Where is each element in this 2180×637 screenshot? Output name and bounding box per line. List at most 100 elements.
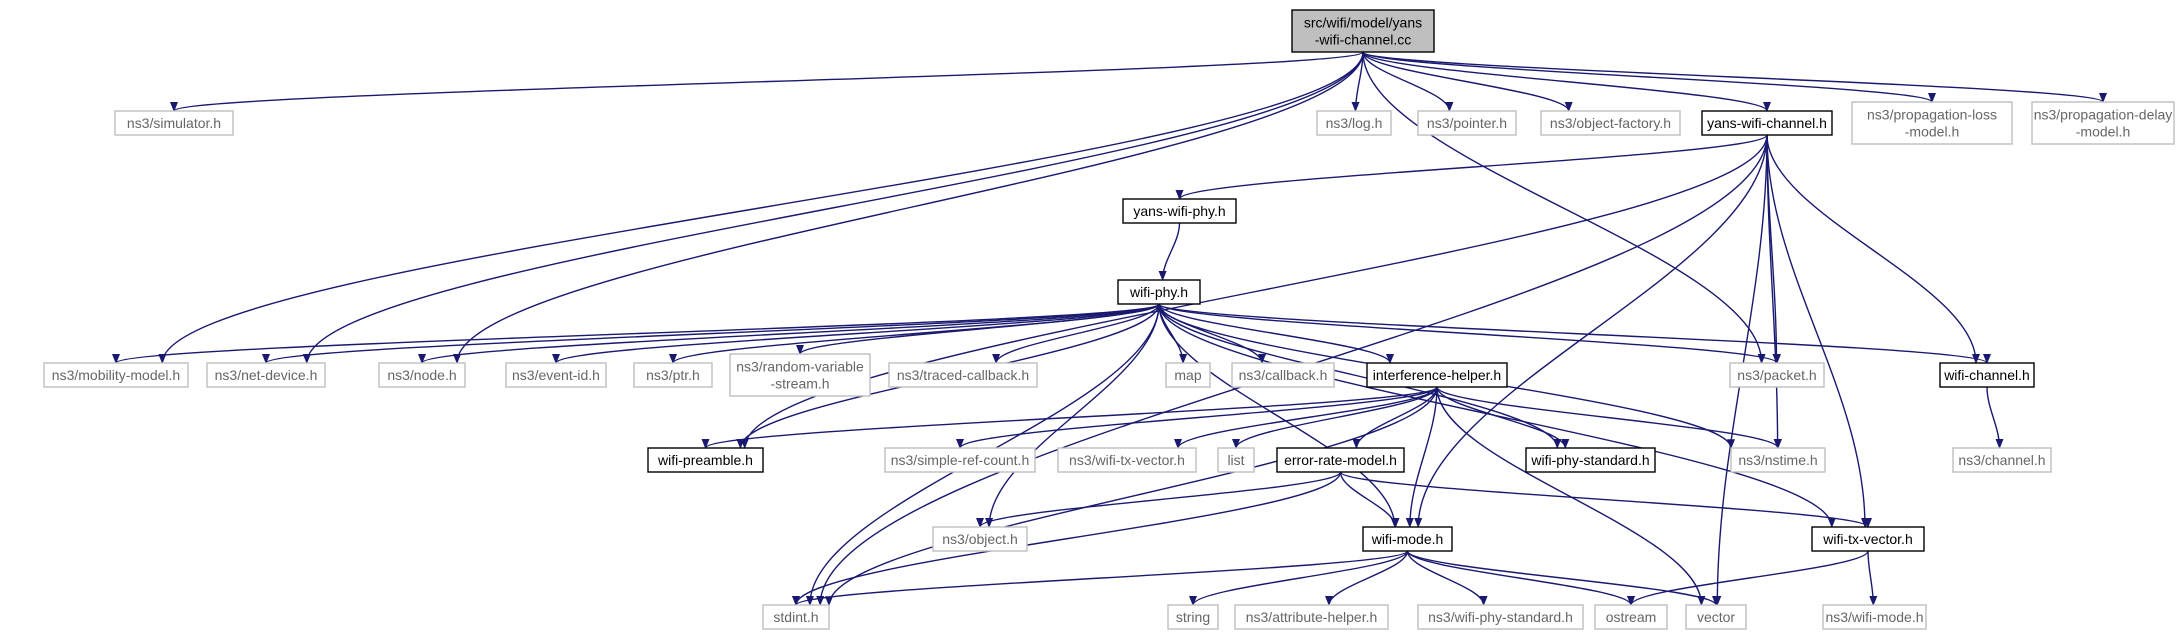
node-errmodel[interactable]: error-rate-model.h <box>1276 447 1405 473</box>
edge-yansphy-to-wifiphy <box>1158 222 1181 281</box>
edge-wifiphy-to-mobility <box>112 303 1160 364</box>
node-interf[interactable]: interference-helper.h <box>1366 362 1508 388</box>
edge-wifiphy-to-eventid <box>552 303 1160 364</box>
node-ns3phystd-box <box>1417 604 1584 630</box>
edge-root-to-packet <box>1362 51 1766 364</box>
node-ns3txvec-label-0: ns3/wifi-tx-vector.h <box>1069 452 1185 468</box>
edge-interf-to-vector <box>1436 386 1706 606</box>
edge-wifiphy-to-object <box>985 303 1160 528</box>
node-pointer-box <box>1417 110 1517 136</box>
node-wifiphy-box <box>1117 279 1201 305</box>
edge-yanschan-to-nstime <box>1766 134 1782 449</box>
node-ns3txvec-box <box>1057 447 1197 473</box>
node-pointer: ns3/pointer.h <box>1417 110 1517 136</box>
node-channel-box <box>1952 447 2052 473</box>
edge-interf-to-nstime <box>1436 386 1782 449</box>
node-list: list <box>1217 447 1255 473</box>
node-yanschan-box <box>1701 110 1833 136</box>
node-objfactory-label-0: ns3/object-factory.h <box>1550 115 1671 131</box>
edge-interf-to-stdint <box>825 386 1438 607</box>
edge-wifiphy-to-phystd <box>1158 303 1562 449</box>
node-channel-label-0: ns3/channel.h <box>1958 452 2045 468</box>
node-traced-box <box>888 362 1038 388</box>
edge-wifimode-to-string <box>1189 550 1409 606</box>
node-yanschan[interactable]: yans-wifi-channel.h <box>1701 110 1833 136</box>
node-randvar-label-0: ns3/random-variable <box>736 359 864 375</box>
edge-wifimode-to-ns3phystd <box>1406 550 1488 606</box>
node-nstime-box <box>1730 447 1826 473</box>
node-phystd[interactable]: wifi-phy-standard.h <box>1525 447 1656 473</box>
edge-wifimode-to-ostream <box>1406 550 1635 606</box>
node-txvec[interactable]: wifi-tx-vector.h <box>1811 526 1925 552</box>
node-map-label-0: map <box>1174 367 1201 383</box>
node-errmodel-box <box>1276 447 1405 473</box>
edge-root-to-proploss <box>1362 51 1936 103</box>
edge-wifimode-to-vector <box>1406 550 1720 606</box>
edge-yanschan-to-wifichan <box>1766 134 1980 364</box>
node-object-label-0: ns3/object.h <box>942 531 1018 547</box>
node-propdelay-label-0: ns3/propagation-delay <box>2034 107 2173 123</box>
edge-wifimode-to-attrhelper <box>1325 550 1409 606</box>
file-nodes: src/wifi/model/yans-wifi-channel.cc ns3/s… <box>43 9 2175 630</box>
node-list-box <box>1217 447 1255 473</box>
edge-wifiphy-to-netdev <box>262 303 1160 364</box>
node-yansphy[interactable]: yans-wifi-phy.h <box>1122 198 1237 224</box>
node-simulator: ns3/simulator.h <box>114 110 234 136</box>
node-proploss-label-0: ns3/propagation-loss <box>1867 107 1997 123</box>
node-ptr-box <box>633 362 713 388</box>
node-ostream-label-0: ostream <box>1606 609 1657 625</box>
node-node-label-0: ns3/node.h <box>387 367 456 383</box>
node-map-box <box>1165 362 1211 388</box>
edge-errmodel-to-wifimode <box>1339 471 1400 528</box>
node-callback-label-0: ns3/callback.h <box>1239 367 1328 383</box>
node-log-box <box>1316 110 1392 136</box>
edge-root-to-simulator <box>170 51 1364 112</box>
node-root-label-0: src/wifi/model/yans <box>1304 15 1422 31</box>
node-callback: ns3/callback.h <box>1231 362 1335 388</box>
edge-errmodel-to-txvec <box>1339 471 1872 528</box>
node-ostream: ostream <box>1594 604 1668 630</box>
node-wifimode[interactable]: wifi-mode.h <box>1362 526 1453 552</box>
node-wifichan-label-0: wifi-channel.h <box>1943 367 2030 383</box>
node-stdint: stdint.h <box>762 604 830 630</box>
node-proploss-box <box>1851 101 2013 145</box>
node-eventid-label-0: ns3/event-id.h <box>512 367 600 383</box>
edge-yanschan-to-wifimode <box>1414 134 1768 528</box>
node-node: ns3/node.h <box>378 362 466 388</box>
node-eventid-box <box>505 362 607 388</box>
node-root-label-1: -wifi-channel.cc <box>1315 32 1411 48</box>
node-wifichan[interactable]: wifi-channel.h <box>1939 362 2035 388</box>
node-packet: ns3/packet.h <box>1729 362 1825 388</box>
node-node-box <box>378 362 466 388</box>
node-stdint-box <box>762 604 830 630</box>
node-preamble[interactable]: wifi-preamble.h <box>647 447 764 473</box>
node-randvar-label-1: -stream.h <box>770 376 829 392</box>
edge-wifiphy-to-randvar <box>796 303 1160 355</box>
node-callback-box <box>1231 362 1335 388</box>
edge-interf-to-preamble <box>701 386 1438 449</box>
edge-wifiphy-to-traced <box>992 303 1160 364</box>
edge-errmodel-to-object <box>976 471 1342 528</box>
node-preamble-label-0: wifi-preamble.h <box>657 452 753 468</box>
node-wifiphy[interactable]: wifi-phy.h <box>1117 279 1201 305</box>
node-channel: ns3/channel.h <box>1952 447 2052 473</box>
node-phystd-label-0: wifi-phy-standard.h <box>1530 452 1649 468</box>
node-packet-label-0: ns3/packet.h <box>1737 367 1816 383</box>
node-preamble-box <box>647 447 764 473</box>
node-list-label-0: list <box>1227 452 1244 468</box>
node-ns3phystd: ns3/wifi-phy-standard.h <box>1417 604 1584 630</box>
node-string-label-0: string <box>1176 609 1210 625</box>
edge-root-to-mobility <box>158 51 1364 364</box>
node-nstime-label-0: ns3/nstime.h <box>1738 452 1817 468</box>
node-ns3txvec: ns3/wifi-tx-vector.h <box>1057 447 1197 473</box>
edge-interf-to-list <box>1232 386 1438 449</box>
edge-txvec-to-ns3wifimode <box>1867 550 1878 606</box>
node-yanschan-label-0: yans-wifi-channel.h <box>1707 115 1827 131</box>
node-string-box <box>1167 604 1219 630</box>
edge-yanschan-to-preamble <box>740 134 1768 449</box>
node-vector-box <box>1685 604 1747 630</box>
node-attrhelper-box <box>1234 604 1389 630</box>
node-mobility-label-0: ns3/mobility-model.h <box>52 367 180 383</box>
edge-root-to-objfactory <box>1362 51 1573 112</box>
